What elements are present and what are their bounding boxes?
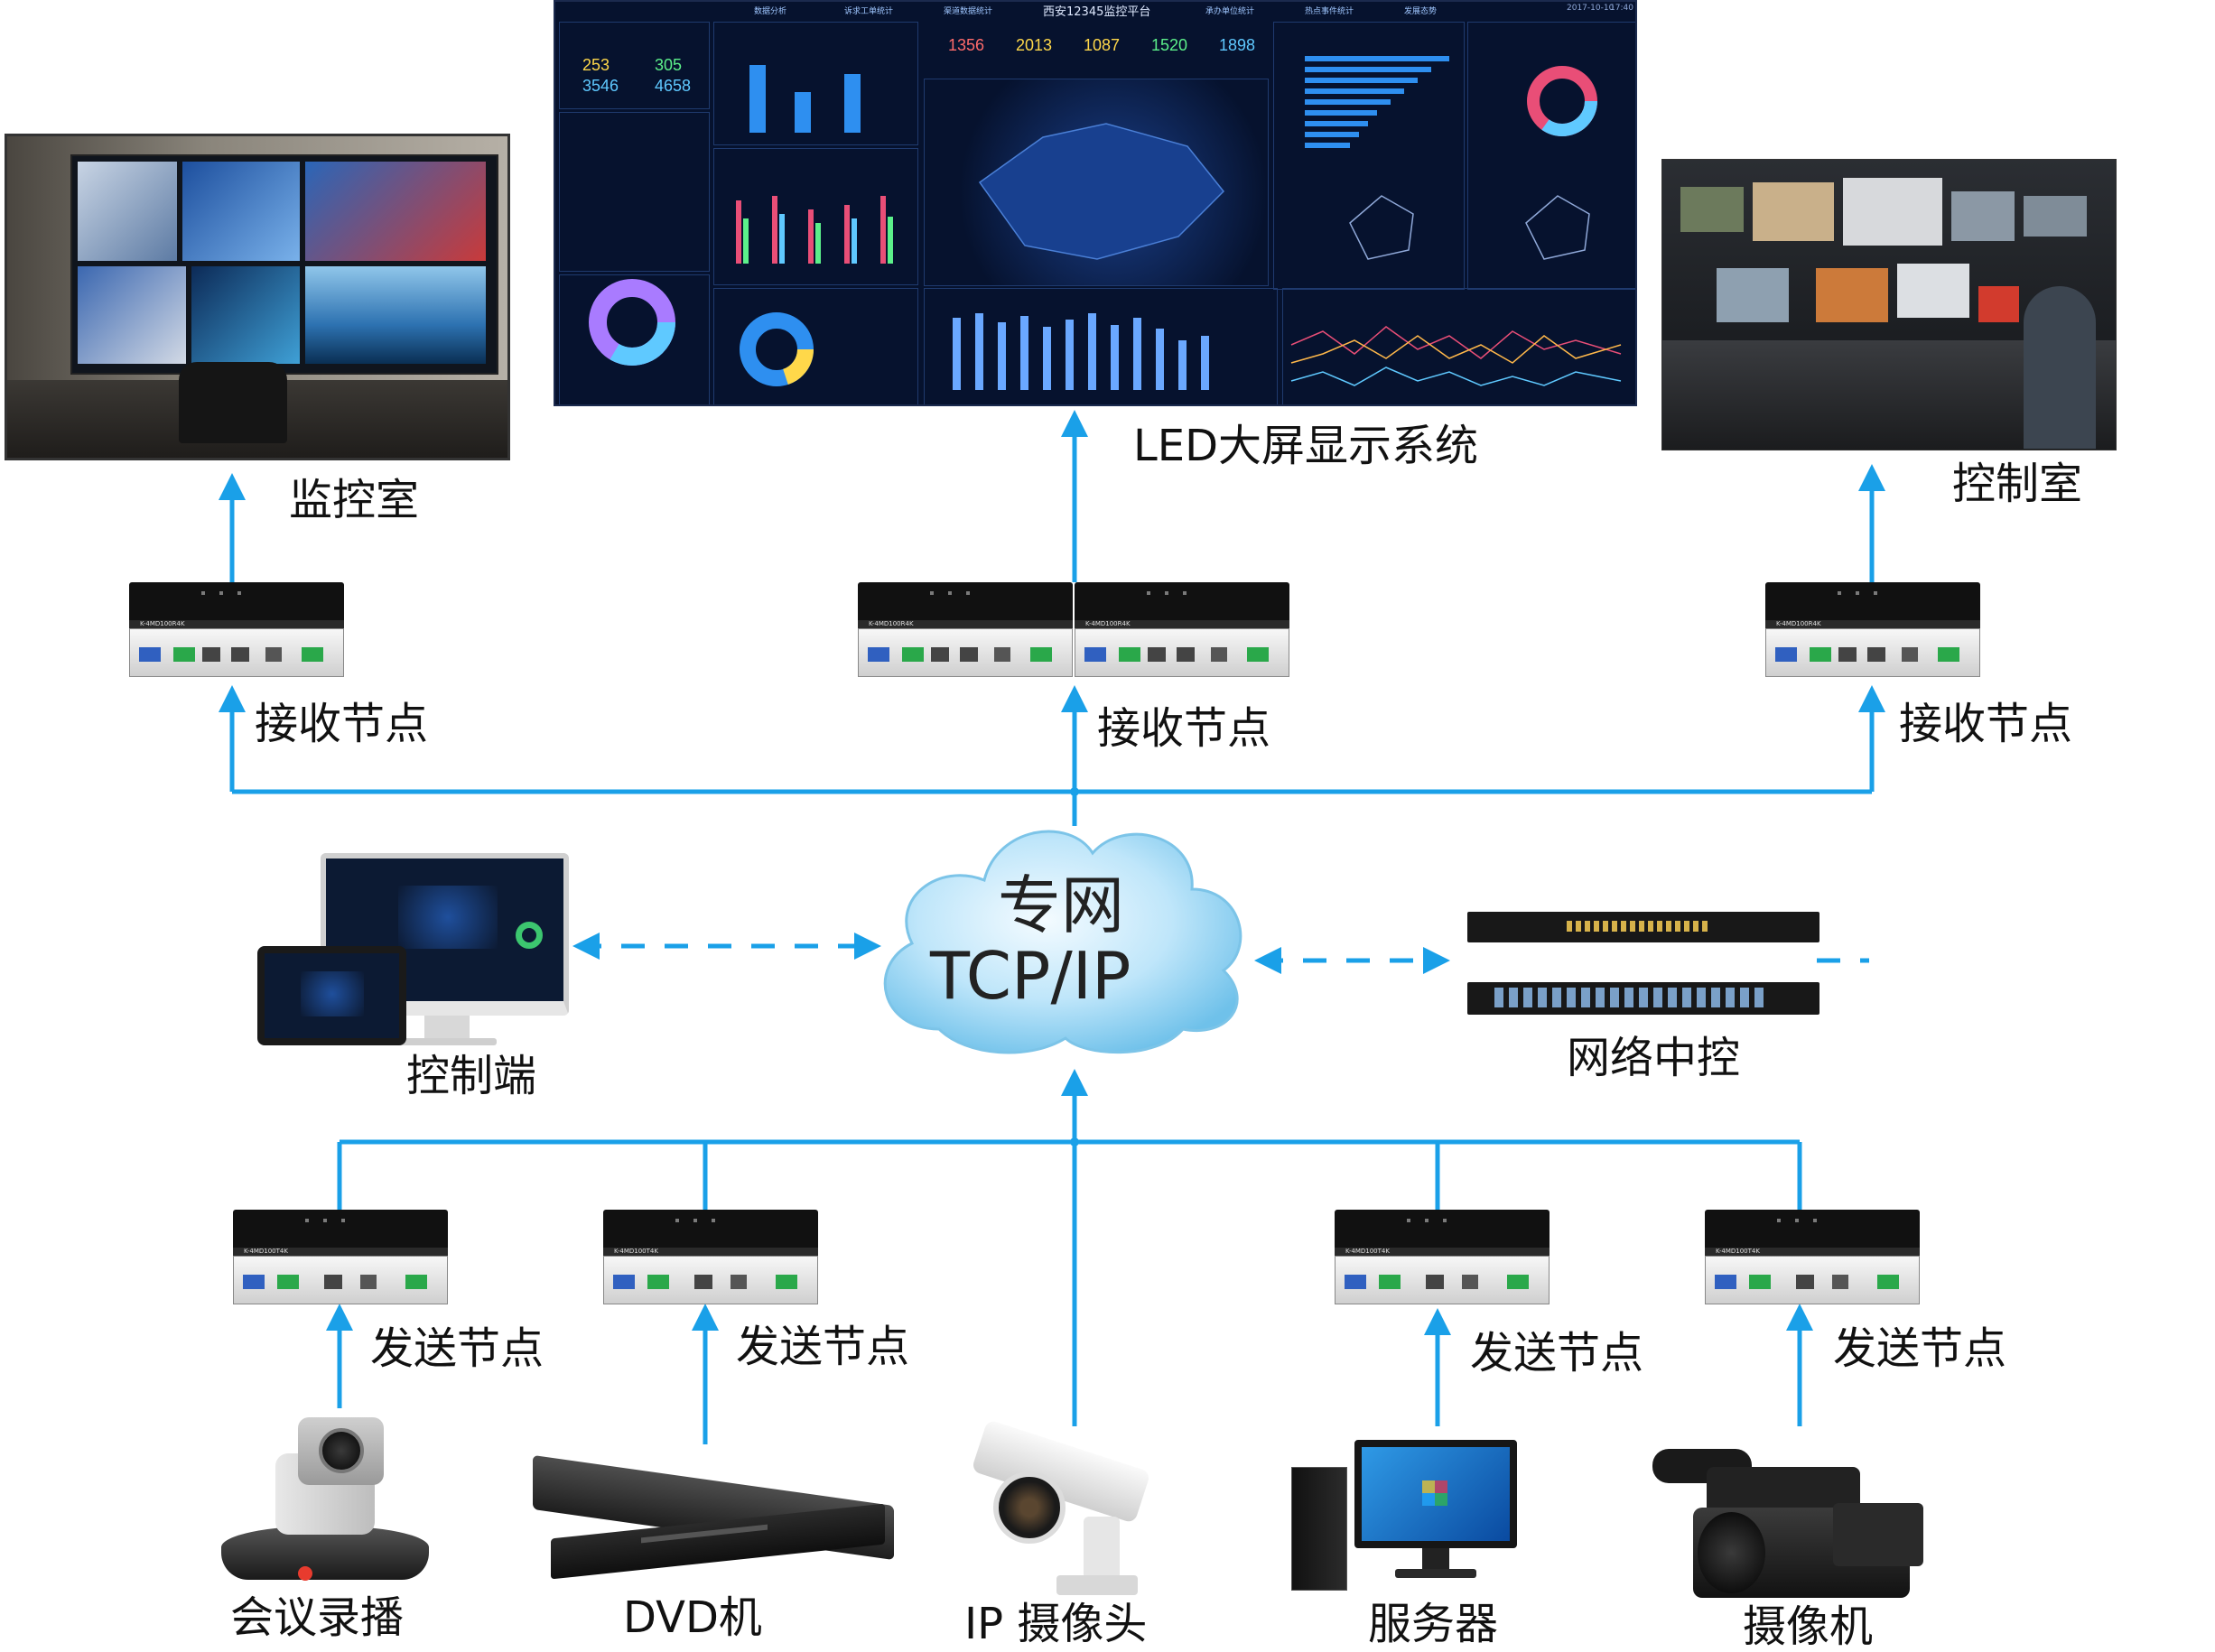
control-terminal-tablet	[257, 946, 406, 1045]
monitoring-room-caption: 监控室	[289, 475, 420, 525]
cloud-label-line2: TCP/IP	[930, 938, 1131, 1014]
led-kpi-4: 1520	[1151, 36, 1188, 54]
led-date: 2017-10-10	[1567, 4, 1615, 13]
led-screen-caption: LED大屏显示系统	[1133, 421, 1479, 471]
transmitter-node-4-label: 发送节点	[1833, 1323, 2007, 1374]
transmitter-node-4: K-4MD100T4K	[1705, 1210, 1920, 1304]
ip-camera-icon	[957, 1419, 1174, 1607]
source-caption-1: 会议录播	[230, 1592, 405, 1643]
monitoring-room-photo	[5, 134, 510, 460]
receive-bus	[219, 410, 1885, 826]
dvd-player-icon	[533, 1454, 894, 1580]
network-control-caption: 网络中控	[1567, 1033, 1741, 1083]
source-caption-2: DVD机	[623, 1592, 762, 1643]
led-tab-5: 热点事件统计	[1305, 6, 1354, 15]
transmitter-node-1-label: 发送节点	[370, 1323, 544, 1374]
transmitter-node-3-label: 发送节点	[1470, 1328, 1644, 1378]
led-kpi-2: 2013	[1016, 36, 1053, 54]
led-tab-4: 承办单位统计	[1205, 6, 1255, 15]
receiver-node-right: K-4MD100R4K	[1765, 582, 1980, 677]
receiver-node-center-b: K-4MD100R4K	[1075, 582, 1289, 677]
source-caption-5: 摄像机	[1743, 1601, 1874, 1652]
led-tab-6: 发展态势	[1404, 6, 1438, 15]
led-time: 17:40	[1610, 4, 1633, 13]
transmitter-node-2-label: 发送节点	[736, 1322, 910, 1372]
led-tab-3: 渠道数据统计	[944, 6, 993, 15]
camcorder-icon	[1643, 1435, 1932, 1616]
network-control-device-top	[1467, 912, 1819, 942]
led-left-value-3: 3546	[582, 77, 619, 95]
receiver-node-left-label: 接收节点	[255, 699, 429, 749]
led-title: 西安12345监控平台	[1043, 5, 1151, 19]
led-left-value-4: 4658	[655, 77, 692, 95]
server-pc-icon	[1287, 1435, 1522, 1593]
ptz-camera-icon	[212, 1408, 438, 1589]
receiver-node-center-label: 接收节点	[1097, 703, 1271, 754]
source-caption-4: 服务器	[1368, 1599, 1499, 1649]
led-dashboard-screen: 西安12345监控平台 2017-10-10 17:40 数据分析 诉求工单统计…	[554, 0, 1637, 406]
control-room-photo	[1661, 159, 2117, 450]
receiver-node-right-label: 接收节点	[1899, 699, 2073, 749]
network-cloud	[883, 830, 1242, 1054]
receiver-node-left: K-4MD100R4K	[129, 582, 344, 677]
led-kpi-1: 1356	[948, 36, 985, 54]
led-kpi-5: 1898	[1219, 36, 1256, 54]
cloud-label-line1: 专网	[998, 868, 1124, 942]
led-left-value-1: 253	[582, 56, 610, 74]
led-kpi-3: 1087	[1084, 36, 1121, 54]
network-control-device-bottom	[1467, 982, 1819, 1015]
led-left-value-2: 305	[655, 56, 683, 74]
source-caption-3: IP 摄像头	[964, 1599, 1148, 1649]
send-bus	[326, 1069, 1813, 1444]
transmitter-node-2: K-4MD100T4K	[603, 1210, 818, 1304]
led-tab-2: 诉求工单统计	[844, 6, 894, 15]
led-tab-1: 数据分析	[754, 6, 787, 15]
receiver-node-center-a: K-4MD100R4K	[858, 582, 1073, 677]
transmitter-node-1: K-4MD100T4K	[233, 1210, 448, 1304]
control-terminal-caption: 控制端	[406, 1051, 537, 1101]
transmitter-node-3: K-4MD100T4K	[1335, 1210, 1550, 1304]
control-room-caption: 控制室	[1952, 459, 2083, 509]
